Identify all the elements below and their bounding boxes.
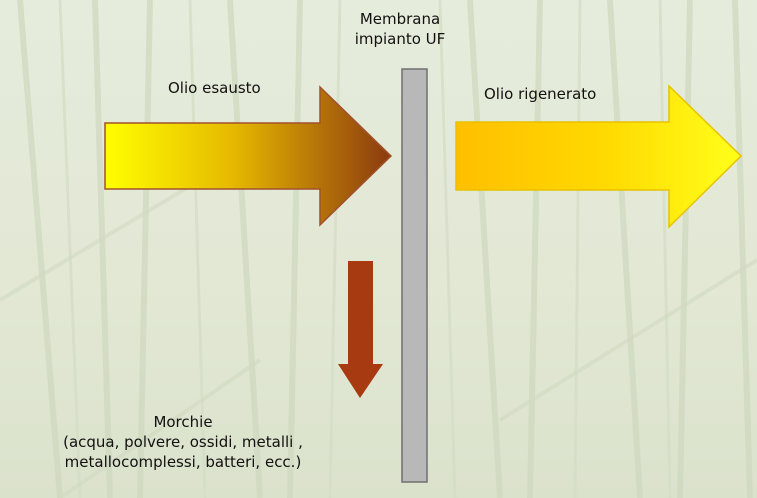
sludge-label-title: Morchie [153,413,213,431]
membrane-label-line2: impianto UF [354,30,446,48]
input-oil-arrow [104,85,393,227]
output-oil-arrow [455,84,743,229]
sludge-label: Morchie (acqua, polvere, ossidi, metalli… [18,412,348,472]
sludge-label-detail-1: (acqua, polvere, ossidi, metalli , [63,433,303,451]
output-oil-label: Olio rigenerato [484,85,597,103]
sludge-down-arrow [338,261,383,398]
membrane-label: Membrana impianto UF [345,9,455,49]
membrane-label-line1: Membrana [359,10,441,28]
membrane-bar [401,68,428,483]
sludge-label-detail-2: metallocomplessi, batteri, ecc.) [64,453,302,471]
input-oil-label: Olio esausto [168,79,261,97]
